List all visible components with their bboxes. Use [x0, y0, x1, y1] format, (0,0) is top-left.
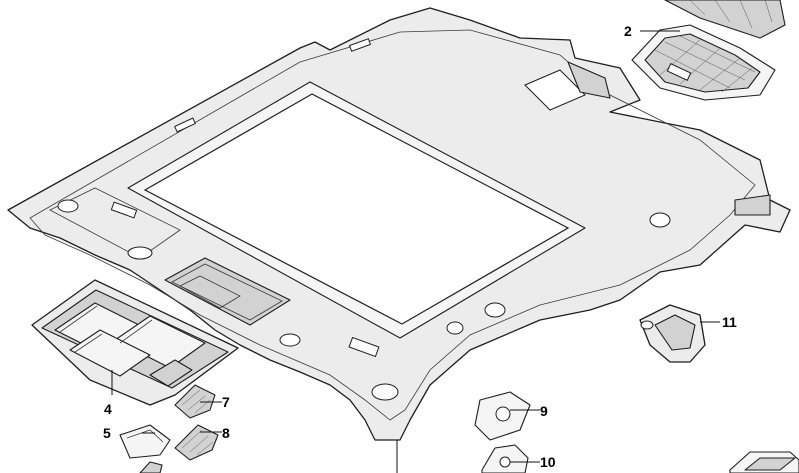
part-8-clip — [174, 424, 219, 461]
part-2-rear-panel — [631, 0, 786, 101]
callout-4: 4 — [104, 401, 112, 417]
catalog-symbol — [729, 451, 799, 473]
callout-10: 10 — [540, 454, 556, 470]
part-10-bracket — [481, 444, 529, 473]
part-5-cover — [119, 424, 171, 459]
callout-8: 8 — [222, 425, 230, 441]
part-9-cap — [474, 391, 531, 441]
callout-11: 11 — [722, 314, 737, 330]
callout-7: 7 — [222, 394, 230, 410]
part-4-console-panel — [31, 279, 239, 406]
callout-5: 5 — [103, 425, 111, 441]
part-small-bottom — [139, 461, 163, 473]
headliner-part — [7, 7, 791, 441]
callout-9: 9 — [540, 403, 548, 419]
leader-lines — [111, 30, 720, 473]
part-11-handle — [639, 304, 706, 363]
callout-2: 2 — [624, 23, 632, 39]
